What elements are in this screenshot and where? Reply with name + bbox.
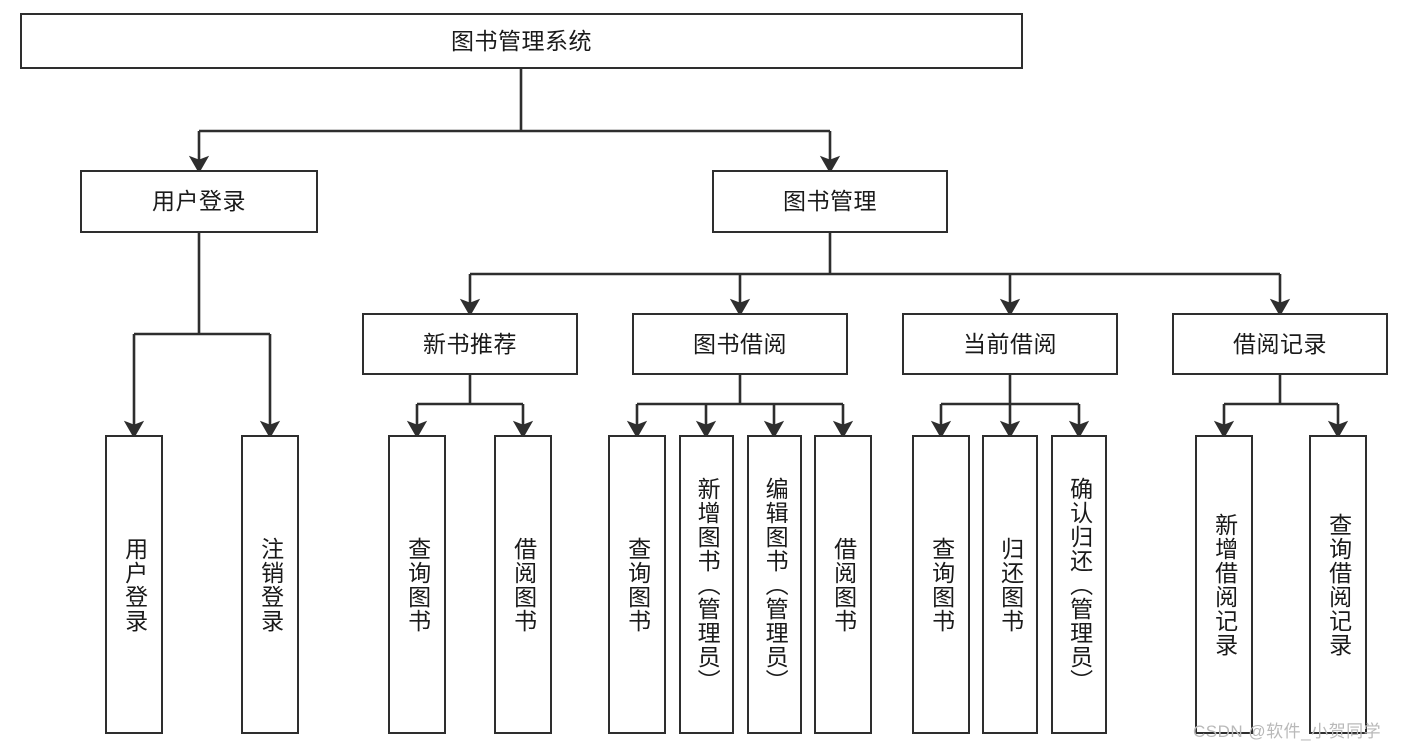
- node-leaf-return-book[interactable]: 归还图书: [982, 435, 1038, 734]
- node-current-borrow[interactable]: 当前借阅: [902, 313, 1118, 375]
- node-book-management[interactable]: 图书管理: [712, 170, 948, 233]
- node-leaf-query-book-recommend[interactable]: 查询图书: [388, 435, 446, 734]
- node-borrow-record[interactable]: 借阅记录: [1172, 313, 1388, 375]
- node-label: 新书推荐: [423, 330, 517, 357]
- node-new-book-recommend[interactable]: 新书推荐: [362, 313, 578, 375]
- node-label: 新增图书（管理员）: [694, 476, 721, 693]
- node-leaf-add-book-admin[interactable]: 新增图书（管理员）: [679, 435, 734, 734]
- node-leaf-confirm-return-admin[interactable]: 确认归还（管理员）: [1051, 435, 1107, 734]
- node-user-login[interactable]: 用户登录: [80, 170, 318, 233]
- node-label: 借阅记录: [1233, 330, 1327, 357]
- node-label: 图书借阅: [693, 330, 787, 357]
- node-label: 查询图书: [404, 536, 431, 633]
- node-label: 确认归还（管理员）: [1066, 476, 1093, 693]
- node-label: 查询借阅记录: [1325, 512, 1352, 657]
- node-book-borrow[interactable]: 图书借阅: [632, 313, 848, 375]
- node-leaf-borrow-book[interactable]: 借阅图书: [814, 435, 872, 734]
- node-label: 借阅图书: [510, 536, 537, 633]
- csdn-watermark: CSDN @软件_小贺同学: [1193, 722, 1382, 741]
- node-label: 查询图书: [624, 536, 651, 633]
- node-leaf-add-borrow-record[interactable]: 新增借阅记录: [1195, 435, 1253, 734]
- node-label: 编辑图书（管理员）: [762, 476, 789, 693]
- node-label: 查询图书: [928, 536, 955, 633]
- node-label: 图书管理系统: [451, 27, 592, 54]
- node-leaf-query-book-current[interactable]: 查询图书: [912, 435, 970, 734]
- node-label: 归还图书: [997, 536, 1024, 633]
- node-label: 图书管理: [783, 188, 877, 215]
- node-leaf-query-borrow-record[interactable]: 查询借阅记录: [1309, 435, 1367, 734]
- node-leaf-edit-book-admin[interactable]: 编辑图书（管理员）: [747, 435, 802, 734]
- node-leaf-query-book-borrow[interactable]: 查询图书: [608, 435, 666, 734]
- node-label: 注销登录: [257, 536, 284, 633]
- node-root-book-management-system[interactable]: 图书管理系统: [20, 13, 1023, 69]
- node-label: 用户登录: [152, 188, 246, 215]
- node-leaf-user-login[interactable]: 用户登录: [105, 435, 163, 734]
- node-label: 用户登录: [121, 536, 148, 633]
- node-label: 新增借阅记录: [1211, 512, 1238, 657]
- node-label: 借阅图书: [830, 536, 857, 633]
- node-leaf-logout[interactable]: 注销登录: [241, 435, 299, 734]
- node-label: 当前借阅: [963, 330, 1057, 357]
- node-leaf-borrow-book-recommend[interactable]: 借阅图书: [494, 435, 552, 734]
